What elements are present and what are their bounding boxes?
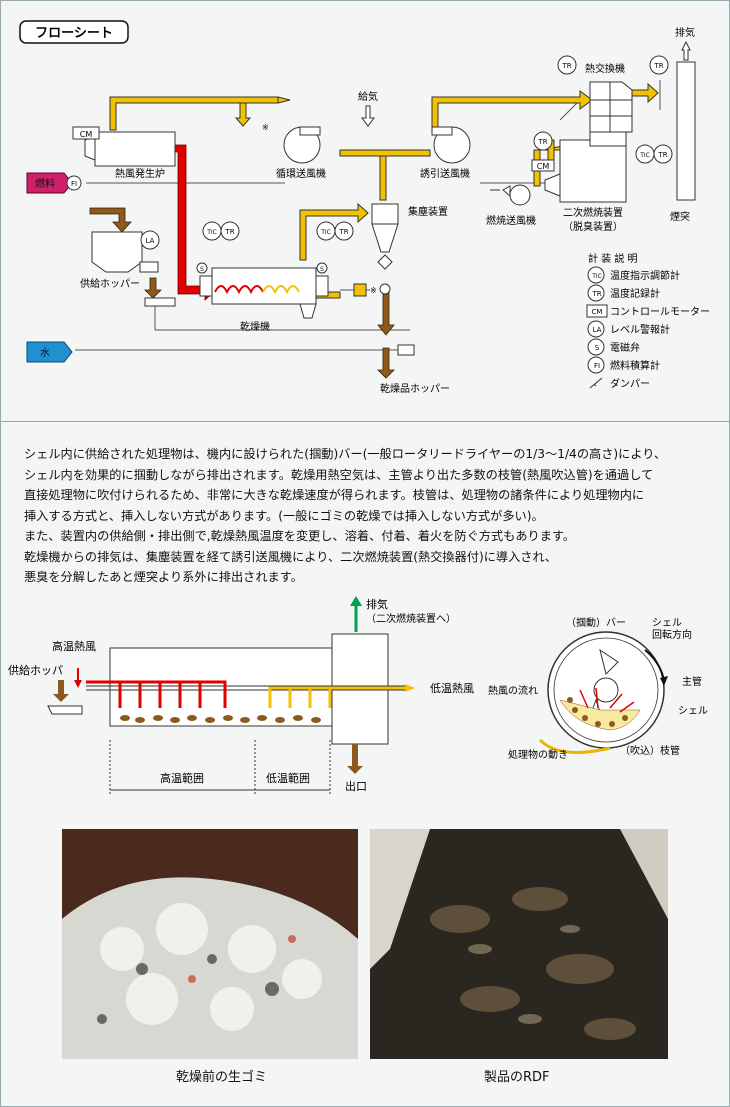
dryer-label: 乾燥機 [240,320,270,333]
chimney-label: 煙突 [670,210,690,223]
description-line: 悪臭を分解したあと煙突より系外に排出されます。 [24,567,714,588]
shell-rotation-label: シェル [652,618,682,629]
feed-hopper-label-2: 供給ホッパ [8,663,63,677]
la-tag: LA [146,237,155,245]
tr-tag-3: TR [657,151,667,159]
description-line: 直接処理物に吹付けられるため、非常に大きな乾燥速度が得られます。枝管は、処理物の… [24,485,714,506]
shell-label: シェル [678,706,708,717]
branch-label: （吹込）枝管 [620,744,680,757]
photo-raw-garbage [62,829,358,1059]
dust-collector [372,204,398,294]
tr-tag-4: TR [653,62,663,70]
tic-tag-2: TIC [320,229,331,236]
water-label: 水 [40,347,50,359]
chimney [677,42,695,200]
asterisk-mark-2: ※ [370,286,377,295]
legend-symbol-text: TIC [591,273,602,280]
exhaust-label: 排気 [675,26,695,39]
heat-ex-label: 熱交換機 [585,62,625,75]
heater-label: 熱風発生炉 [115,167,165,180]
flow-title: フローシート [35,26,113,41]
deodor-label: （脱臭装置） [563,220,623,233]
dryer-unit [200,268,328,318]
legend-item-text: 温度指示調節計 [610,269,680,282]
tr-tag-6: TR [224,228,234,236]
dryer-diagram: 排気 （二次燃焼装置へ） 高温熱風 供給ホッパ 低温熱風 出口 高温範囲 低温範… [0,590,730,820]
legend-item-text: 燃料積算計 [610,359,660,372]
description-line: シェル内を効果的に掴動しながら排出されます。乾燥用熱空気は、主管より出た多数の枝… [24,465,714,486]
dust-label: 集塵装置 [408,205,448,218]
description-text: シェル内に供給された処理物は、機内に設けられた(掴動)バー(一般ロータリードライ… [24,444,714,588]
product-hopper-box [398,345,414,355]
exhaust-sub-label: （二次燃焼装置へ） [366,612,456,625]
circulation-fan [284,127,320,163]
description-line: 挿入する方式と、挿入しない方式があります。(一般にゴミの乾燥では挿入しない方式が… [24,506,714,527]
tr-tag-5: TR [338,228,348,236]
caption-before: 乾燥前の生ゴミ [176,1066,267,1085]
main-pipe-label: 主管 [682,675,702,688]
description-line: また、装置内の供給側・排出側で,乾燥熱風温度を変更し、溶着、付着、着火を防ぐ方式… [24,526,714,547]
tr-tag-2: TR [537,138,547,146]
flow-sheet-diagram: フローシート 燃料 水 [0,0,730,420]
material-motion-label: 処理物の動き [508,748,568,761]
feed-hopper-label: 供給ホッパー [80,277,140,290]
caption-after: 製品のRDF [484,1066,550,1085]
legend-item-text: ダンパー [610,377,650,390]
secondary-label: 二次燃焼装置 [563,206,623,219]
legend-symbol-text: FI [594,362,600,370]
hot-air-flow-label: 熱風の流れ [488,684,538,697]
circ-fan-label: 循環送風機 [276,167,326,180]
bar-label: （掴動）バー [566,616,626,629]
s-tag-2: S [320,266,324,273]
asterisk-mark: ※ [262,123,269,132]
combustion-fan-label: 燃焼送風機 [486,214,536,227]
induced-fan-label: 誘引送風機 [420,167,470,180]
shell-rotation-label-2: 回転方向 [652,628,692,641]
intake-label: 給気 [358,90,378,103]
legend-symbol-text: LA [593,326,602,334]
cm-tag: CM [80,130,93,139]
photo-rdf-product [370,829,668,1059]
low-temp-label: 低温熱風 [430,682,474,695]
outlet-label: 出口 [345,779,367,793]
induced-fan [432,127,470,163]
legend-title: 計 装 説 明 [588,252,638,265]
low-range-label: 低温範囲 [266,771,310,785]
tr-tag-1: TR [561,62,571,70]
product-hopper-label: 乾燥品ホッパー [380,382,450,395]
dryer-cross-section [540,632,668,753]
exhaust-label-2: 排気 [366,597,388,611]
legend-item-text: コントロールモーター [610,306,710,318]
feed-hopper [92,232,175,306]
legend-item-text: レベル警報計 [610,323,670,336]
legend-item-text: 電磁弁 [610,341,640,354]
high-range-label: 高温範囲 [160,771,204,785]
combustion-fan [490,185,530,205]
legend-symbol-text: S [595,344,600,352]
fi-tag: FI [71,180,77,188]
legend-symbol-text: TR [591,290,601,298]
legend-symbol-text: CM [592,308,603,316]
instrument-legend: 計 装 説 明 TIC 温度指示調節計 TR 温度記録計 CM コントロールモーター LA レ… [587,252,710,390]
heat-exchanger [590,82,632,132]
legend-item-text: 温度記録計 [610,287,660,300]
high-temp-label: 高温熱風 [52,639,96,653]
s-tag-1: S [200,266,204,273]
cm-tag-2: CM [537,162,550,171]
secondary-combustion [545,132,626,202]
tic-tag-1: TIC [639,152,650,159]
description-line: シェル内に供給された処理物は、機内に設けられた(掴動)バー(一般ロータリードライ… [24,444,714,465]
description-line: 乾燥機からの排気は、集塵装置を経て誘引送風機により、二次燃焼装置(熱交換器付)に… [24,547,714,568]
tic-tag-3: TIC [206,229,217,236]
damper-icon [590,378,602,388]
fuel-label: 燃料 [35,177,55,190]
